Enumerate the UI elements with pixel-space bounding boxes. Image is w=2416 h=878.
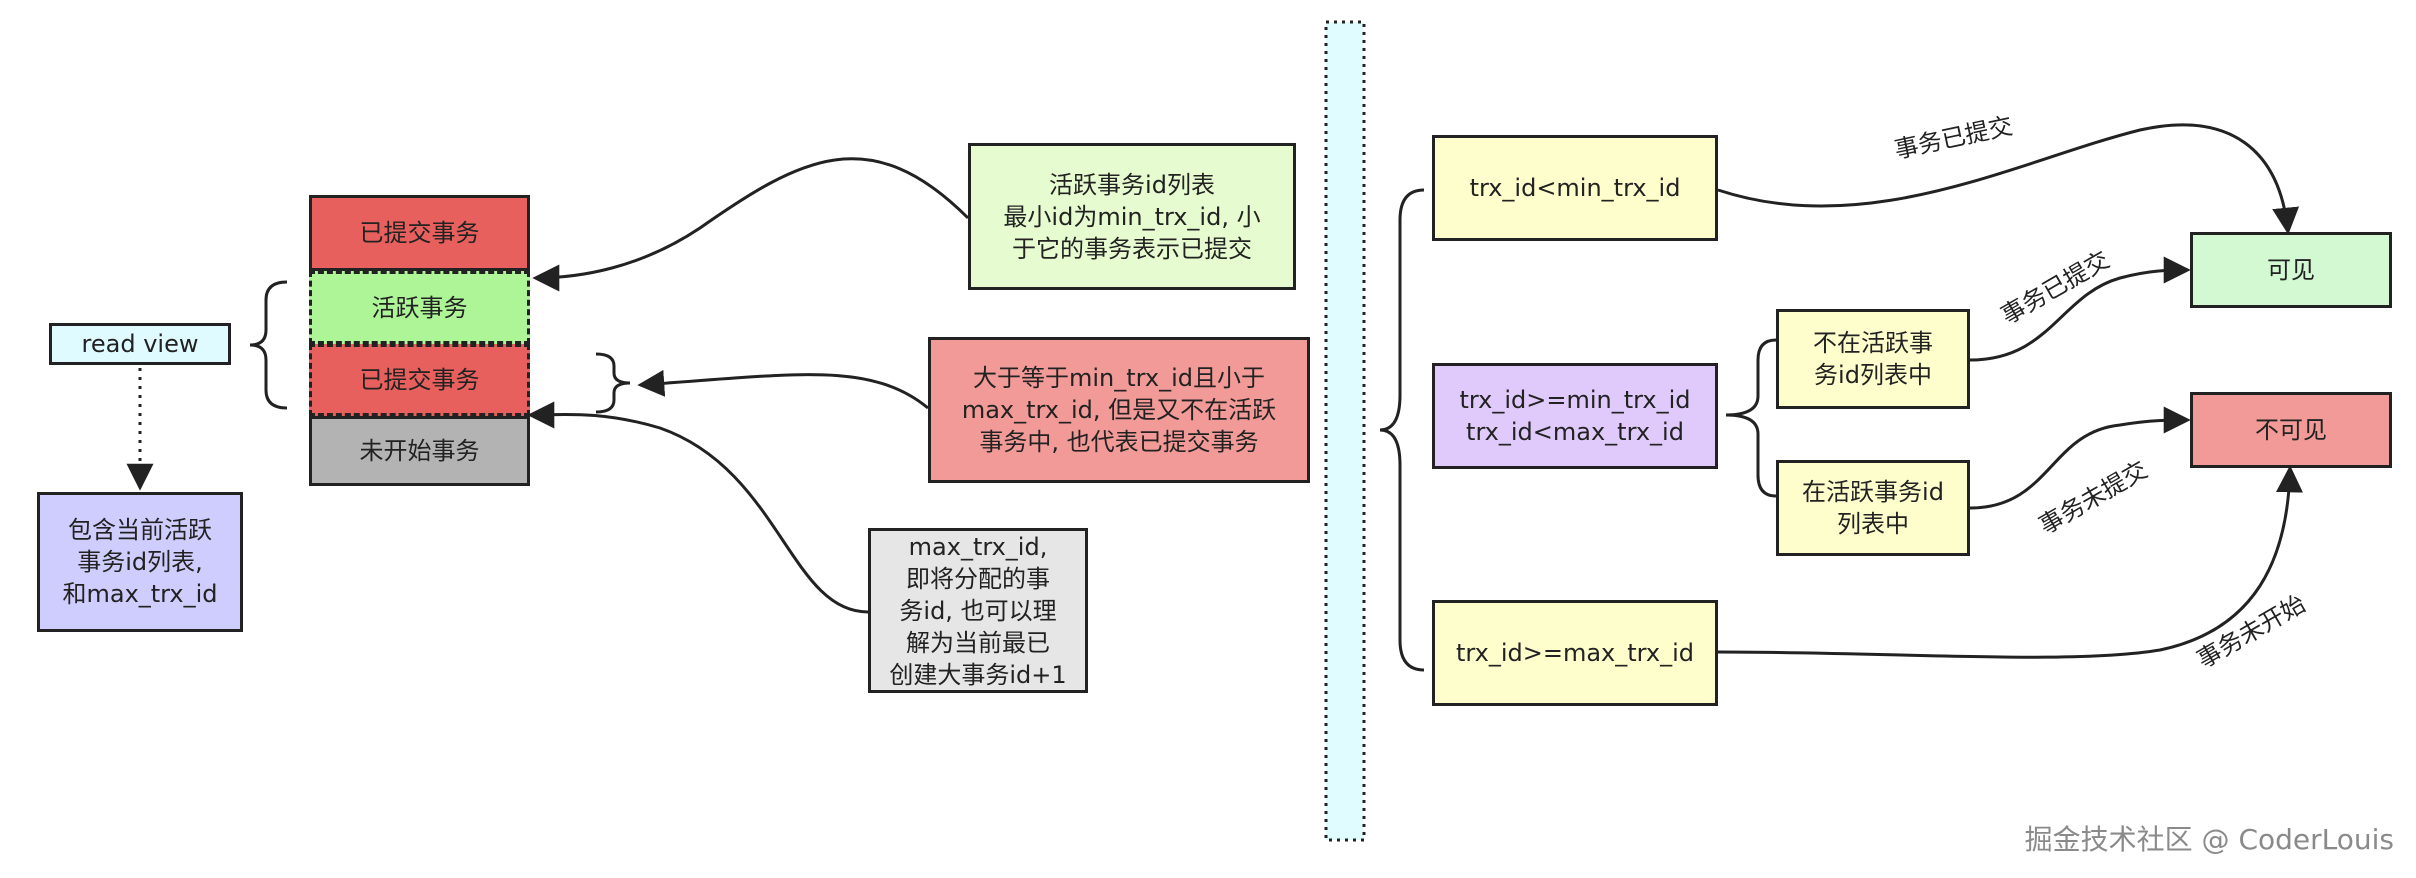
active-note-arrow — [532, 157, 970, 292]
cond-lt-min: trx_id<min_trx_id — [1432, 135, 1718, 241]
note-max-text: max_trx_id, 即将分配的事 务id, 也可以理 解为当前最已 创建大事… — [889, 532, 1067, 689]
cond-ge-max: trx_id>=max_trx_id — [1432, 600, 1718, 706]
committed-mid-brace — [595, 352, 631, 414]
edge-not-in-active-visible — [1969, 256, 2191, 362]
edge-in-active-invisible — [1969, 406, 2191, 510]
result-visible-text: 可见 — [2267, 256, 2315, 284]
cond-in-active-text: 在活跃事务id 列表中 — [1802, 478, 1944, 538]
note-between-text: 大于等于min_trx_id且小于 max_trx_id, 但是又不在活跃 事务… — [961, 364, 1277, 456]
between-brace — [1725, 338, 1777, 498]
result-visible: 可见 — [2190, 232, 2392, 308]
cond-between: trx_id>=min_trx_id trx_id<max_trx_id — [1432, 363, 1718, 469]
edge-lt-min-visible — [1717, 123, 2300, 235]
max-note-arrow — [527, 401, 869, 614]
cond-not-in-active-text: 不在活跃事 务id列表中 — [1813, 329, 1933, 389]
cond-not-in-active: 不在活跃事 务id列表中 — [1776, 309, 1970, 409]
between-note-arrow — [637, 369, 929, 410]
result-invisible-text: 不可见 — [2255, 416, 2327, 444]
cond-lt-min-text: trx_id<min_trx_id — [1469, 174, 1681, 202]
note-max: max_trx_id, 即将分配的事 务id, 也可以理 解为当前最已 创建大事… — [868, 528, 1088, 693]
stack-committed-top: 已提交事务 — [309, 195, 530, 271]
divider-bar — [1324, 20, 1366, 842]
read-view-label: read view — [81, 330, 199, 358]
read-view-desc-box: 包含当前活跃 事务id列表, 和max_trx_id — [37, 492, 243, 632]
note-between: 大于等于min_trx_id且小于 max_trx_id, 但是又不在活跃 事务… — [928, 337, 1310, 483]
stack-not-started-label: 未开始事务 — [359, 437, 480, 465]
watermark: 掘金技术社区 @ CoderLouis — [2024, 823, 2394, 856]
stack-committed-top-label: 已提交事务 — [359, 219, 480, 247]
edge-ge-max-invisible — [1717, 465, 2303, 659]
stack-not-started: 未开始事务 — [309, 416, 530, 486]
cond-between-text: trx_id>=min_trx_id trx_id<max_trx_id — [1459, 386, 1691, 446]
read-view-brace — [249, 280, 288, 410]
stack-committed-mid: 已提交事务 — [309, 344, 530, 416]
cond-in-active: 在活跃事务id 列表中 — [1776, 460, 1970, 556]
conditions-brace — [1379, 188, 1425, 672]
read-view-desc: 包含当前活跃 事务id列表, 和max_trx_id — [62, 516, 218, 608]
stack-active: 活跃事务 — [309, 271, 530, 344]
result-invisible: 不可见 — [2190, 392, 2392, 468]
note-active-list: 活跃事务id列表 最小id为min_trx_id, 小 于它的事务表示已提交 — [968, 143, 1296, 290]
stack-committed-mid-label: 已提交事务 — [359, 366, 480, 394]
read-view-box: read view — [49, 323, 231, 365]
note-active-list-text: 活跃事务id列表 最小id为min_trx_id, 小 于它的事务表示已提交 — [1003, 170, 1261, 263]
cond-ge-max-text: trx_id>=max_trx_id — [1456, 639, 1694, 667]
stack-active-label: 活跃事务 — [371, 293, 468, 322]
